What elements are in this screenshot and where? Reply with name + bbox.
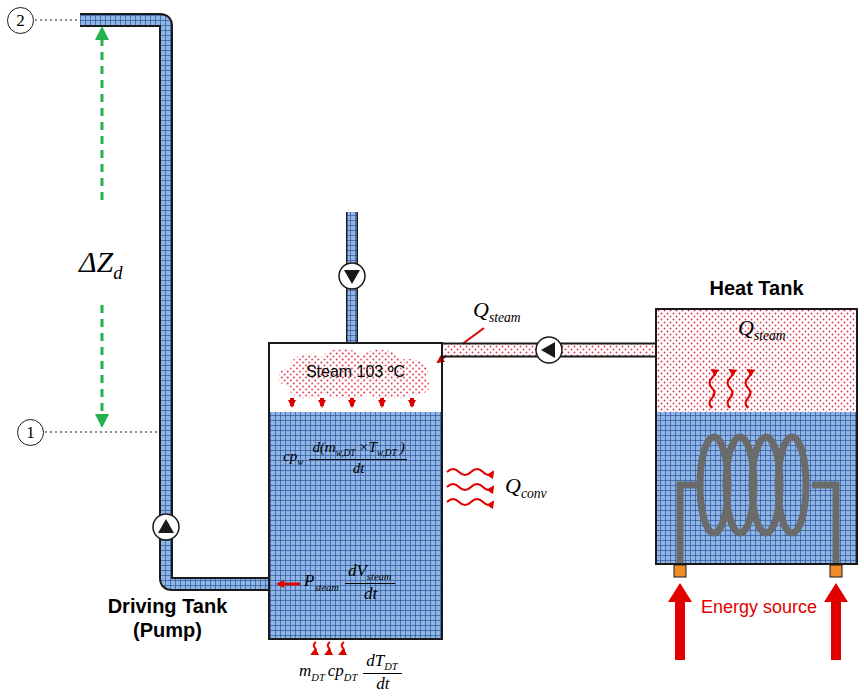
formula: ΔZd [78,246,125,283]
numerator: dVsteam [345,562,395,583]
wavy-arrows [312,642,344,654]
note-label-box: Energy source [700,598,817,617]
formula-symbol: P [304,571,314,590]
formula-prefix: Psteam [303,572,341,592]
heat-arrows [292,398,412,406]
formula-symbol: cp [283,448,297,464]
callout-text: 1 [26,424,35,441]
driving-tank: Driving Tank (Pump)Steam 103 ºC [268,342,443,640]
formula-prefix: mDTcpDT [298,662,359,682]
energy-arrow [824,583,848,660]
formula: Qsteam [472,298,523,326]
formula-symbol: dt [353,460,365,476]
pump-symbol [153,514,179,540]
formula-symbol: dV [348,561,367,580]
terminal [830,565,842,577]
subscript: steam [367,571,392,582]
formula-symbol: dt [364,584,377,603]
formula-symbol: cp [328,661,344,680]
formula-symbol: ) [400,439,405,455]
wavy-arrows [447,469,493,505]
fraction: dTDTdt [363,652,401,693]
discharge-pipe-fill [80,20,269,584]
callout-number: 2 [7,7,34,34]
formula-prefix: cpw [282,449,305,467]
subscript: w [297,457,303,467]
formula-symbol: m [299,661,311,680]
formula: cpwd(mw,DT×Tw,DT)dt [282,440,407,477]
pump-arrow [158,519,174,533]
valve-symbol [339,263,365,289]
heating-coil [680,437,836,570]
subscript: DT [384,661,397,672]
note-label: Energy source [701,597,817,617]
formula-symbol: Q [473,297,489,322]
fraction: d(mw,DT×Tw,DT)dt [309,440,406,477]
fraction-bar [309,459,406,460]
formula: Qsteam [737,316,788,344]
subscript: conv [521,486,547,501]
denominator: dt [375,674,389,693]
tank-steam [655,308,858,412]
subscript: steam [489,310,521,325]
numerator: d(mw,DT×Tw,DT) [309,440,406,459]
formula-symbol: d(m [312,439,335,455]
discharge-pipe [80,20,269,584]
height-arrowhead [95,26,109,40]
formula-prefix: ΔZd [78,246,125,283]
formula: mDTcpDTdTDTdt [298,652,402,693]
subscript: d [113,262,122,283]
energy-arrow [668,583,692,660]
tank-title: Heat Tank [655,276,858,300]
formula: Qconv [504,474,549,502]
formula-prefix: Qconv [504,474,549,502]
fraction-bar [345,583,395,584]
formula-symbol: Q [505,473,521,498]
height-arrowhead [95,414,109,428]
formula-symbol: ΔZ [79,245,113,278]
numerator: dTDT [363,652,401,673]
formula-prefix: Energy source [700,598,817,617]
cloud-label: Steam 103 ºC [306,363,405,381]
steam-pipe [443,337,655,363]
subscript: steam [314,582,339,593]
subscript: w,DT [336,448,356,458]
subscript: steam [754,328,786,343]
tank-water [268,412,443,640]
subscript: DT [311,672,324,683]
pressure-arrow [278,583,300,586]
formula-symbol: Q [738,315,754,340]
heat-tank: Heat Tank [655,308,858,565]
callout-number: 1 [17,419,44,446]
formula: PsteamdVsteamdt [303,562,395,603]
formula-symbol: dT [366,651,384,670]
formula-symbol: ×T [358,439,376,455]
fraction-bar [363,673,401,674]
steam-cloud: Steam 103 ºC [274,346,437,398]
denominator: dt [363,584,377,603]
height-arrow [101,38,104,200]
callout-text: 2 [16,12,25,29]
terminal [674,565,686,577]
subscript: DT [344,672,357,683]
valve-arrow [344,270,360,284]
fraction: dVsteamdt [345,562,395,603]
formula-prefix: Qsteam [472,298,523,326]
tank-title: Driving Tank (Pump) [90,594,245,642]
denominator: dt [352,460,365,477]
height-arrow [101,305,104,414]
leader-line [45,431,158,432]
formula-prefix: Qsteam [737,316,788,344]
wavy-arrows [710,370,751,408]
leader-line [35,19,80,20]
formula-symbol: dt [376,674,389,693]
subscript: w,DT [377,448,397,458]
